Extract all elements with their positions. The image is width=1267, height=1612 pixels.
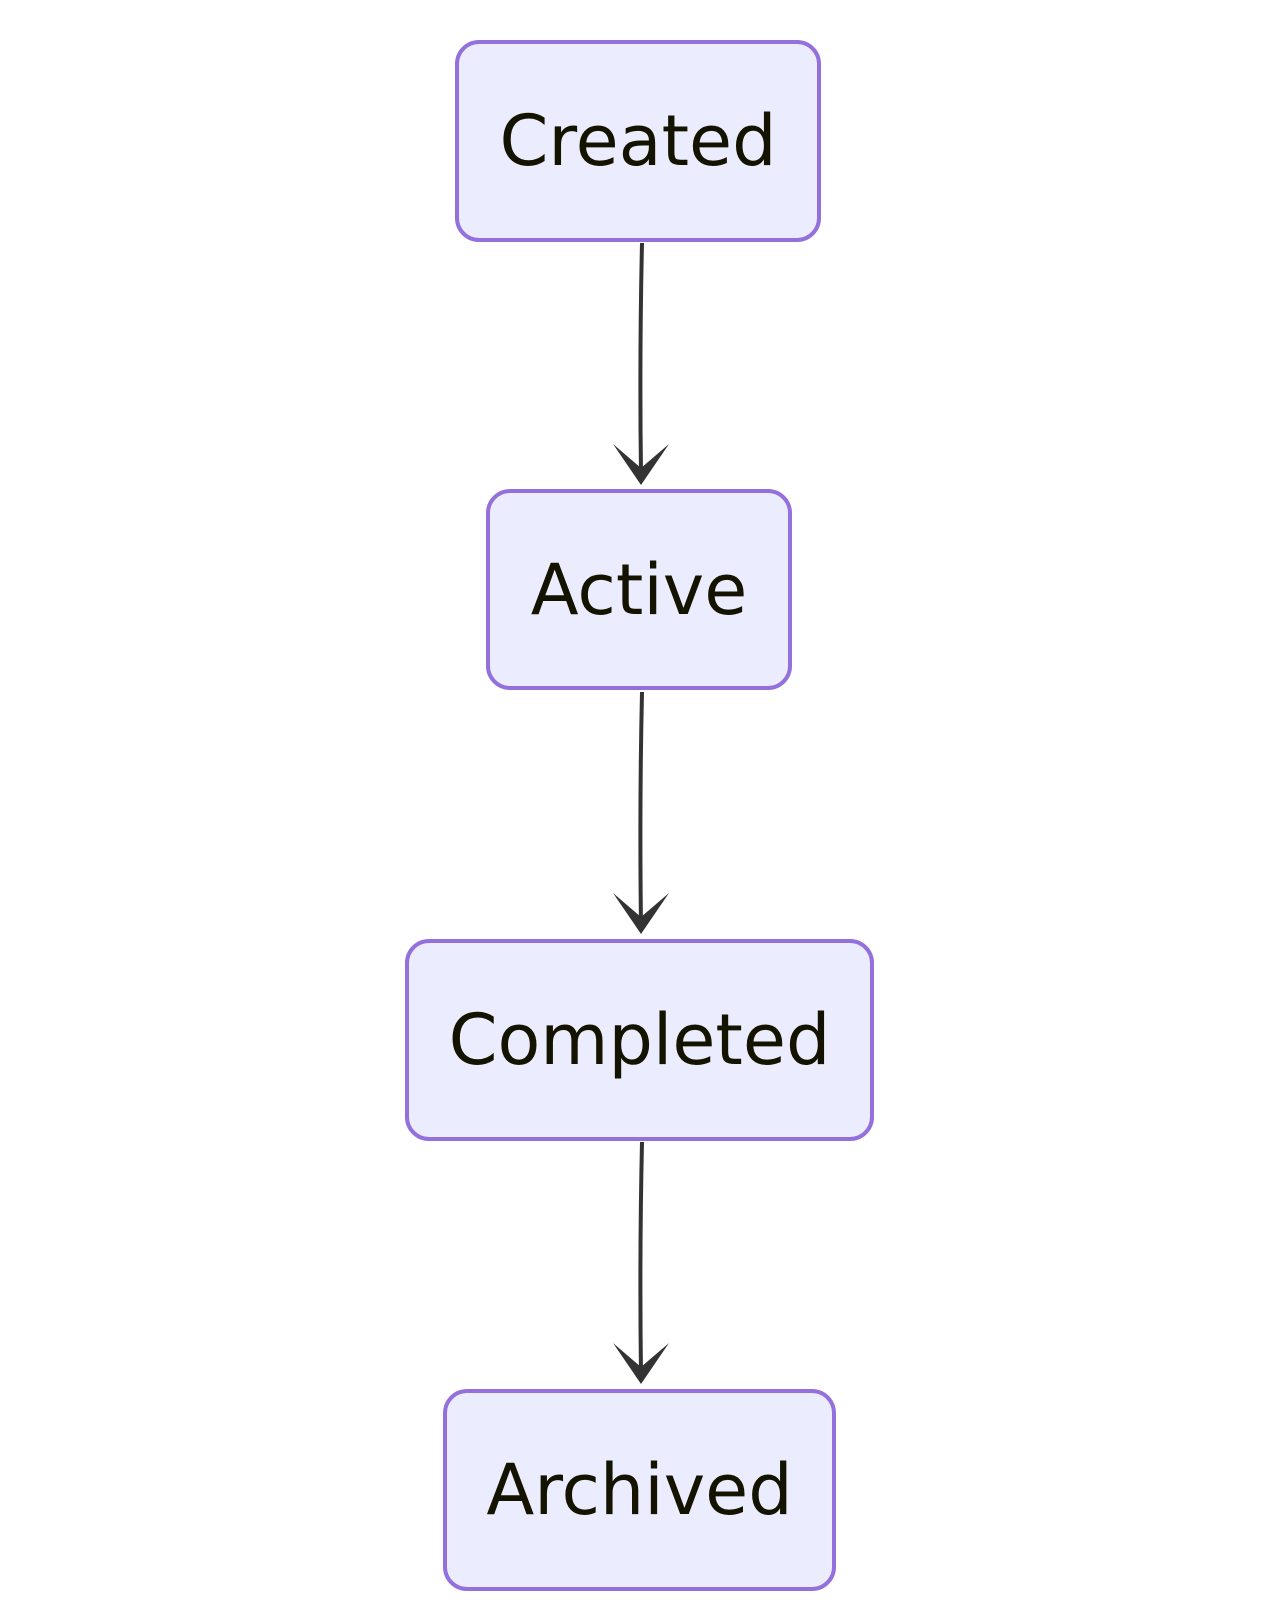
arrowhead-icon bbox=[613, 893, 669, 934]
state-archived: Archived bbox=[443, 1389, 836, 1591]
state-completed: Completed bbox=[405, 939, 874, 1141]
state-created: Created bbox=[455, 40, 821, 242]
state-label: Created bbox=[499, 100, 777, 182]
state-active: Active bbox=[486, 489, 792, 690]
arrowhead-icon bbox=[613, 1343, 669, 1384]
state-label: Completed bbox=[448, 999, 831, 1081]
edge-completed-to-archived bbox=[613, 1141, 669, 1384]
arrowhead-icon bbox=[613, 444, 669, 485]
edge-created-to-active bbox=[613, 242, 669, 485]
state-label: Active bbox=[530, 548, 748, 631]
edge-active-to-completed bbox=[613, 691, 669, 934]
state-label: Archived bbox=[486, 1449, 793, 1531]
